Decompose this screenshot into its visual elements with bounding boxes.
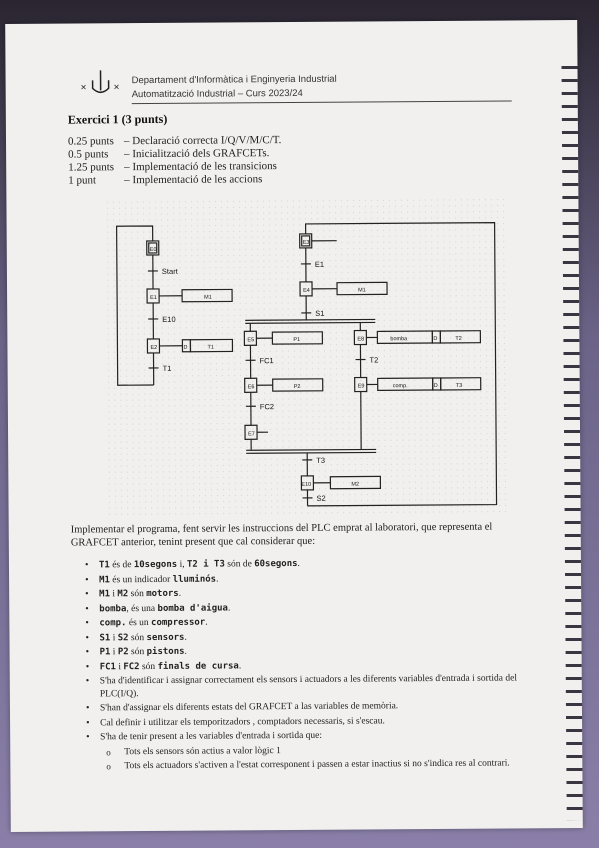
action-label: T1 — [207, 345, 213, 351]
transition-label: S1 — [315, 309, 324, 318]
action-label: T3 — [456, 383, 462, 389]
action-label: M2 — [351, 482, 359, 488]
svg-text:×: × — [81, 82, 87, 93]
action-qualifier: D — [433, 336, 437, 342]
score-row: 0.25 punts – Declaració correcta I/Q/V/M/… — [68, 134, 281, 147]
transition-label: T1 — [163, 364, 172, 373]
score-desc: – Implementació de les transicions — [124, 160, 277, 174]
action-qualifier: D — [183, 345, 187, 351]
action-label: T2 — [455, 336, 461, 342]
transition-label: Start — [162, 267, 179, 276]
action-label: comp. — [393, 383, 408, 389]
score-points: 1.25 punts — [68, 161, 115, 174]
score-points: 0.5 punts — [68, 148, 109, 161]
header-divider — [131, 100, 512, 105]
university-logo-icon: × × — [81, 70, 120, 93]
action-label: P2 — [294, 384, 301, 390]
action-label: M1 — [358, 287, 366, 293]
action-label: P1 — [293, 337, 300, 343]
score-points: 0.25 punts — [67, 135, 114, 148]
transition-label: E10 — [162, 315, 175, 324]
list-item: comp. és un compressor. — [83, 614, 523, 630]
action-qualifier: D — [434, 383, 438, 389]
list-item: Cal definir i utilitzar els temporitzado… — [84, 714, 524, 730]
department-name: Departament d'Informàtica i Enginyeria I… — [131, 73, 337, 87]
transition-label: S2 — [316, 494, 325, 503]
exercise-title: Exercici 1 (3 punts) — [67, 111, 168, 127]
instructions-paragraph: Implementar el programa, fent servir les… — [70, 521, 493, 549]
transition-label: FC2 — [260, 402, 274, 411]
list-item: T1 és de 10segons i, T2 i T3 són de 60se… — [83, 556, 523, 572]
list-item: S'han d'assignar els diferents estats de… — [84, 699, 524, 715]
transition-label: FC1 — [260, 356, 274, 365]
grafcet-diagram: E0 E1 E2 E3 E4 E5 E6 E7 E8 E9 E10 M1 D T… — [106, 198, 507, 520]
action-label: M1 — [204, 295, 212, 301]
score-desc: – Declaració correcta I/Q/V/M/C/T. — [123, 134, 282, 148]
list-item: M1 és un indicador lluminós. — [83, 571, 523, 587]
score-desc: – Inicialització dels GRAFCETs. — [124, 147, 270, 161]
score-row: 0.5 punts – Inicialització dels GRAFCETs. — [68, 147, 269, 160]
transition-label: E1 — [315, 260, 324, 269]
transition-label: T3 — [316, 456, 325, 465]
exam-page: × × Departament d'Informàtica i Enginyer… — [5, 20, 583, 832]
transition-label: T2 — [370, 355, 379, 364]
list-item: S1 i S2 són sensors. — [83, 629, 523, 645]
requirements-list: T1 és de 10segons i, T2 i T3 són de 60se… — [83, 556, 524, 775]
step-label: E4 — [303, 288, 310, 294]
step-label: E10 — [301, 482, 311, 488]
step-label: E0 — [150, 247, 157, 253]
course-name: Automatització Industrial – Curs 2023/24 — [131, 87, 303, 101]
step-label: E6 — [248, 384, 255, 390]
svg-text:×: × — [114, 82, 120, 93]
list-item: P1 i P2 són pistons. — [84, 643, 524, 659]
spiral-binding — [561, 60, 583, 821]
step-label: E9 — [358, 384, 365, 390]
step-label: E7 — [248, 431, 255, 437]
score-row: 1.25 punts – Implementació de les transic… — [68, 160, 277, 173]
step-label: E5 — [247, 337, 254, 343]
action-label: bomba — [390, 336, 408, 342]
score-points: 1 punt — [68, 174, 97, 187]
sub-list-item: Tots els sensors són actius a valor lògi… — [84, 743, 524, 759]
step-label: E2 — [150, 345, 157, 351]
step-label: E1 — [150, 295, 157, 301]
list-item: M1 i M2 són motors. — [83, 585, 523, 601]
score-row: 1 punt – Implementació de les accions — [68, 173, 262, 186]
step-label: E3 — [303, 240, 310, 246]
list-item: S'ha de tenir present a les variables d'… — [84, 728, 524, 744]
list-item: bomba, és una bomba d'aigua. — [83, 600, 523, 616]
step-label: E8 — [357, 337, 364, 343]
score-desc: – Implementació de les accions — [124, 173, 263, 187]
list-item: FC1 i FC2 són finals de cursa. — [84, 658, 524, 674]
list-item: S'ha d'identificar i assignar correctame… — [84, 672, 524, 700]
sub-list-item: Tots els actuadors s'activen a l'estat c… — [84, 757, 524, 773]
